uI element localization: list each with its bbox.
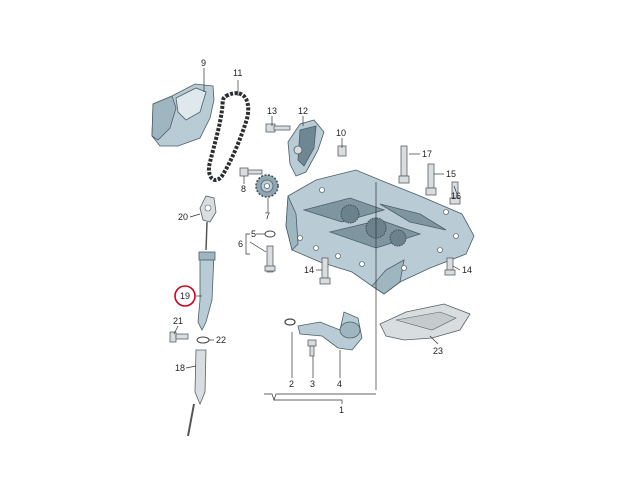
part-22-o-ring[interactable] <box>196 336 210 344</box>
main-housing[interactable] <box>285 169 475 295</box>
label-11[interactable]: 11 <box>233 68 242 78</box>
label-21[interactable]: 21 <box>173 316 183 326</box>
part-5-o-ring[interactable] <box>264 230 276 238</box>
part-2-o-ring[interactable] <box>284 318 296 326</box>
part-18-dipstick-guide[interactable] <box>187 349 207 437</box>
label-8[interactable]: 8 <box>241 184 246 194</box>
part-21-bolt[interactable] <box>169 331 189 343</box>
part-19-dipstick-tube[interactable] <box>197 251 216 331</box>
label-6[interactable]: 6 <box>238 239 243 249</box>
label-18[interactable]: 18 <box>175 363 185 373</box>
part-20-dipstick-handle[interactable] <box>199 195 217 251</box>
part-23-baffle[interactable] <box>379 303 471 341</box>
part-16-bolt[interactable] <box>449 181 461 205</box>
label-1[interactable]: 1 <box>339 405 344 415</box>
part-9-timing-cover[interactable] <box>151 83 215 147</box>
label-5[interactable]: 5 <box>251 229 256 239</box>
label-23[interactable]: 23 <box>433 346 443 356</box>
part-14-bolt-left[interactable] <box>319 257 331 285</box>
part-labels: 9 11 13 12 10 17 15 16 8 7 20 5 6 14 14 … <box>173 58 472 415</box>
label-14-right[interactable]: 14 <box>462 265 472 275</box>
part-15-bolt[interactable] <box>425 163 437 196</box>
leader-lines <box>173 68 461 404</box>
part-14-bolt-right[interactable] <box>444 257 456 276</box>
part-17-bolt[interactable] <box>398 145 410 184</box>
label-15[interactable]: 15 <box>446 169 456 179</box>
label-20[interactable]: 20 <box>178 212 188 222</box>
highlight-circle <box>174 285 196 307</box>
part-6-stud[interactable] <box>264 245 276 273</box>
label-4[interactable]: 4 <box>337 379 342 389</box>
label-7[interactable]: 7 <box>265 211 270 221</box>
label-10[interactable]: 10 <box>336 128 346 138</box>
label-17[interactable]: 17 <box>422 149 432 159</box>
label-16[interactable]: 16 <box>451 191 461 201</box>
part-12-chain-tensioner[interactable] <box>287 119 325 177</box>
label-9[interactable]: 9 <box>201 58 206 68</box>
part-3-bolt[interactable] <box>307 339 317 357</box>
label-14-left[interactable]: 14 <box>304 265 314 275</box>
part-7-sprocket[interactable] <box>255 174 279 198</box>
label-19[interactable]: 19 <box>180 291 190 301</box>
part-13-bolt[interactable] <box>265 123 291 133</box>
label-22[interactable]: 22 <box>216 335 226 345</box>
label-12[interactable]: 12 <box>298 106 308 116</box>
label-2[interactable]: 2 <box>289 379 294 389</box>
part-4-oil-pickup[interactable] <box>297 311 363 351</box>
label-3[interactable]: 3 <box>310 379 315 389</box>
part-11-timing-chain[interactable] <box>207 91 251 182</box>
label-13[interactable]: 13 <box>267 106 277 116</box>
part-8-bolt[interactable] <box>239 167 263 177</box>
